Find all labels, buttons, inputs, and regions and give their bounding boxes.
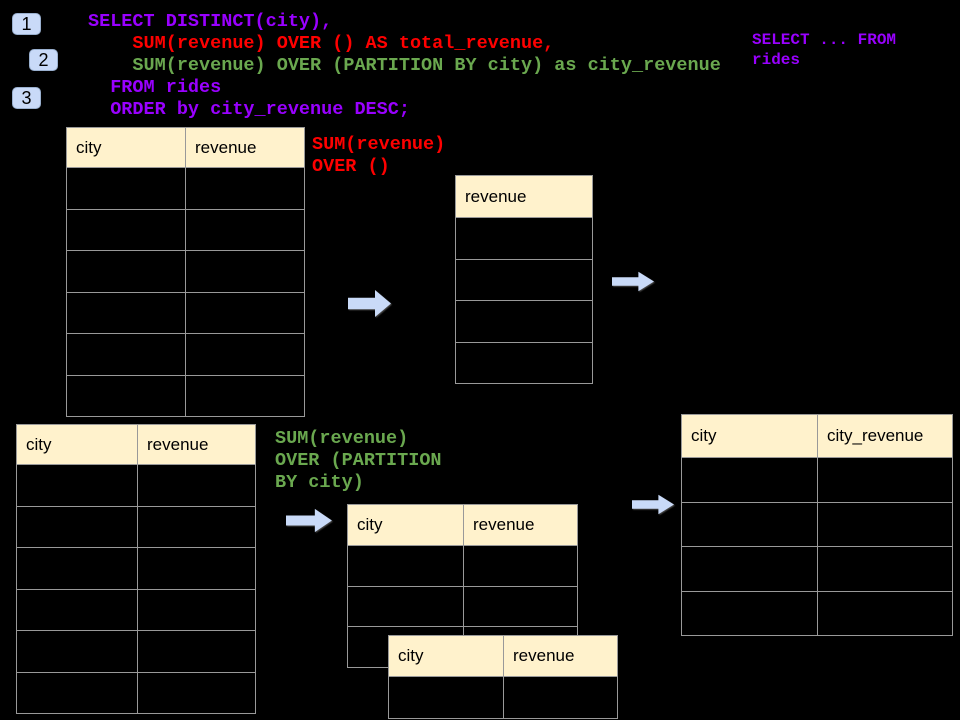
column-header-revenue: revenue	[463, 504, 578, 546]
step-badge-2-label: 2	[38, 49, 49, 70]
table-source-bottom: city revenue	[16, 424, 256, 714]
step-badge-2: 2	[29, 49, 58, 71]
table-row	[388, 676, 618, 719]
table-row	[347, 585, 578, 628]
table-partition-front: city revenue	[388, 635, 618, 719]
sql-line-from: FROM rides	[88, 77, 222, 98]
table-row	[66, 291, 305, 334]
side-note-select-from-rides: SELECT ... FROM rides	[752, 31, 897, 69]
column-header-city: city	[681, 414, 818, 458]
table-row	[66, 374, 305, 417]
arrow-right-icon	[286, 508, 332, 533]
table-row	[66, 208, 305, 251]
column-header-revenue: revenue	[455, 175, 593, 218]
step-badge-1-label: 1	[21, 13, 32, 34]
table-city-revenue-result: city city_revenue	[681, 414, 953, 636]
column-header-city: city	[388, 635, 504, 677]
column-header-city: city	[66, 127, 186, 168]
sql-line-city-revenue: SUM(revenue) OVER (PARTITION BY city) as…	[88, 55, 721, 76]
table-row	[16, 464, 256, 507]
table-row	[66, 333, 305, 376]
table-row	[455, 341, 593, 384]
table-row	[347, 545, 578, 587]
sql-line-total-revenue: SUM(revenue) OVER () AS total_revenue,	[88, 33, 555, 54]
table-row	[66, 250, 305, 293]
annotation-sum-over-partition: SUM(revenue) OVER (PARTITION BY city)	[275, 428, 442, 493]
arrow-right-icon	[348, 289, 391, 318]
table-row	[16, 505, 256, 548]
table-row	[681, 546, 953, 592]
table-partition-back: city revenue	[347, 504, 578, 669]
table-row	[681, 590, 953, 636]
arrow-right-icon	[612, 271, 655, 292]
table-row	[681, 457, 953, 503]
table-row	[455, 258, 593, 301]
table-row	[681, 501, 953, 547]
sql-line-order-by: ORDER by city_revenue DESC;	[88, 99, 410, 120]
table-row	[16, 547, 256, 590]
column-header-revenue: revenue	[185, 127, 305, 168]
column-header-city-revenue: city_revenue	[817, 414, 953, 458]
column-header-city: city	[16, 424, 138, 465]
sql-line-select: SELECT DISTINCT(city),	[88, 11, 333, 32]
table-row	[16, 671, 256, 714]
arrow-right-icon	[632, 494, 675, 515]
step-badge-1: 1	[12, 13, 41, 35]
table-source-top: city revenue	[66, 127, 305, 417]
annotation-sum-over-total: SUM(revenue) OVER ()	[312, 134, 446, 177]
table-row	[455, 217, 593, 260]
column-header-revenue: revenue	[503, 635, 618, 677]
table-row	[16, 588, 256, 631]
step-badge-3-label: 3	[21, 87, 32, 108]
table-row	[455, 300, 593, 343]
column-header-city: city	[347, 504, 464, 546]
column-header-revenue: revenue	[137, 424, 256, 465]
step-badge-3: 3	[12, 87, 41, 109]
table-total-revenue-result: revenue	[455, 175, 593, 384]
table-row	[16, 630, 256, 673]
table-row	[66, 167, 305, 210]
